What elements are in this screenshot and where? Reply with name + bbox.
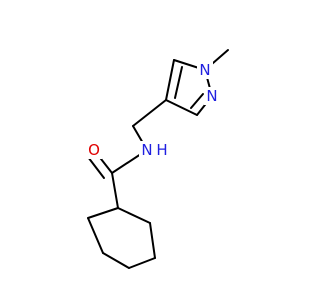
bond-cy-1 xyxy=(117,207,151,224)
cyclohexane-ring xyxy=(87,207,156,269)
bond-cy-6 xyxy=(87,207,119,219)
pyrazole-ring xyxy=(165,49,229,116)
atom-o-carbonyl: O xyxy=(88,141,100,159)
atom-labels: N N N H O xyxy=(86,61,220,159)
bond-c3-n2-inner xyxy=(190,93,204,109)
atom-n-amide: N xyxy=(141,141,152,159)
atom-n-ring: N xyxy=(206,87,217,105)
bond-cy-4 xyxy=(102,252,130,269)
bond-cy-3 xyxy=(128,257,156,269)
bond-cy-5 xyxy=(87,217,104,254)
bond-c4-c3 xyxy=(165,99,198,116)
molecule-structure: N N N H O xyxy=(86,49,229,269)
bond-c5-c4-inner xyxy=(174,66,183,99)
bond-carbonyl-ring xyxy=(111,172,119,209)
bond-c5-c4-outer xyxy=(165,59,175,101)
bond-c4-ch2 xyxy=(132,99,167,127)
molecule-canvas: N N N H O xyxy=(86,49,229,269)
bond-cy-2 xyxy=(149,222,156,259)
atom-n-methyl: N xyxy=(199,61,210,79)
atom-h-amide: H xyxy=(156,141,167,159)
bond-carbonyl-o-b xyxy=(87,156,105,179)
